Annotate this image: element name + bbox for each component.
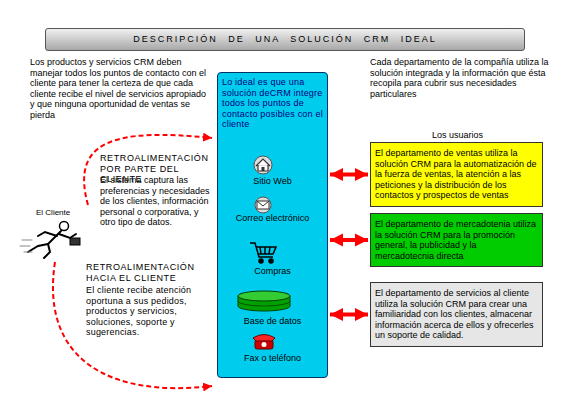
box-text: El departamento de servicios al cliente … bbox=[375, 288, 538, 341]
icon-label: Correo electrónico bbox=[219, 213, 326, 224]
intro-note: Los productos y servicios CRM deben mane… bbox=[30, 57, 212, 120]
client-label: El Cliente bbox=[36, 208, 86, 217]
box-text: El departamento de mercadotenia utiliza … bbox=[375, 219, 538, 261]
title-band: DESCRIPCIÓN DE UNA SOLUCIÓN CRM IDEAL bbox=[45, 28, 525, 51]
client-figure bbox=[20, 222, 80, 259]
integration-box: Lo ideal es que una solución deCRM integ… bbox=[217, 72, 328, 378]
department-box: El departamento de mercadotenia utiliza … bbox=[370, 213, 543, 267]
icon-label: Fax o teléfono bbox=[219, 353, 326, 364]
department-box: El departamento de servicios al cliente … bbox=[370, 282, 543, 347]
double-arrow bbox=[330, 173, 368, 177]
icon-label: Sitio Web bbox=[219, 176, 326, 187]
icon-label: Compras bbox=[219, 266, 326, 277]
users-heading: Los usuarios bbox=[370, 130, 545, 141]
feedback-text: El sistema captura las preferencias y ne… bbox=[100, 175, 215, 228]
box-text: El departamento de ventas utiliza la sol… bbox=[375, 148, 538, 201]
feedback-text: El cliente recibe atención oportuna a su… bbox=[86, 285, 214, 338]
feedback-heading: RETROALIMENTACIÓN HACIA EL CLIENTE bbox=[86, 262, 216, 283]
double-arrow bbox=[330, 313, 368, 317]
icon-label: Base de datos bbox=[219, 316, 326, 327]
box-text: Lo ideal es que una solución deCRM integ… bbox=[222, 77, 323, 130]
department-box: El departamento de ventas utiliza la sol… bbox=[370, 142, 543, 207]
double-arrow bbox=[330, 238, 368, 242]
title: DESCRIPCIÓN DE UNA SOLUCIÓN CRM IDEAL bbox=[52, 34, 518, 45]
users-note: Cada departamento de la compañía utiliza… bbox=[370, 57, 550, 99]
